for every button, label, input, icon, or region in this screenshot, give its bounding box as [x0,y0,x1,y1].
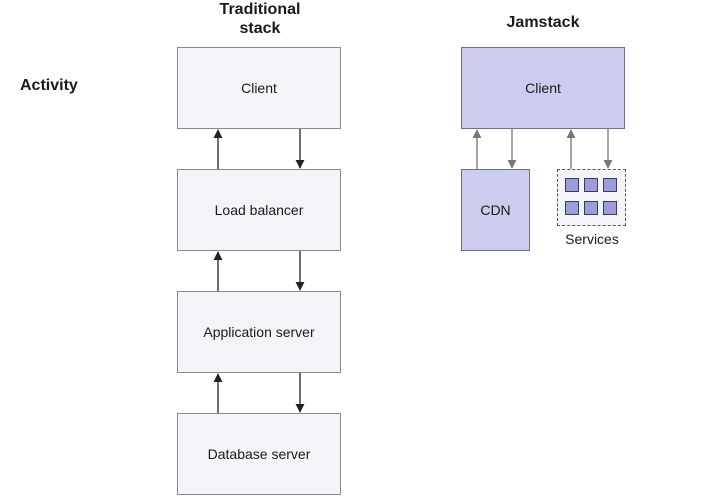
service-toggle-icon [603,201,617,215]
services-label: Services [565,231,619,247]
service-edit-icon [584,201,598,215]
service-grid-icon [565,178,579,192]
load-balancer-box: Load balancer [177,169,341,251]
load-balancer-label: Load balancer [214,202,304,218]
trad-client-label: Client [241,80,277,96]
row-label-activity: Activity [20,77,78,94]
service-list-icon [603,178,617,192]
application-server-label: Application server [203,324,315,340]
jam-client-box: Client [461,47,625,129]
database-server-box: Database server [177,413,341,495]
jamstack-title: Jamstack [506,14,580,31]
trad-client-box: Client [177,47,341,129]
cdn-label: CDN [480,202,511,218]
jam-client-label: Client [525,80,561,96]
database-server-label: Database server [207,446,311,462]
application-server-box: Application server [177,291,341,373]
service-cross-icon [565,201,579,215]
services-group [557,169,626,226]
traditional-title-line1: Traditional [219,1,301,18]
service-tiles-icon [584,178,598,192]
cdn-box: CDN [461,169,530,251]
traditional-title-line2: stack [239,20,281,37]
traditional-stack-title: Traditional stack [190,0,330,38]
